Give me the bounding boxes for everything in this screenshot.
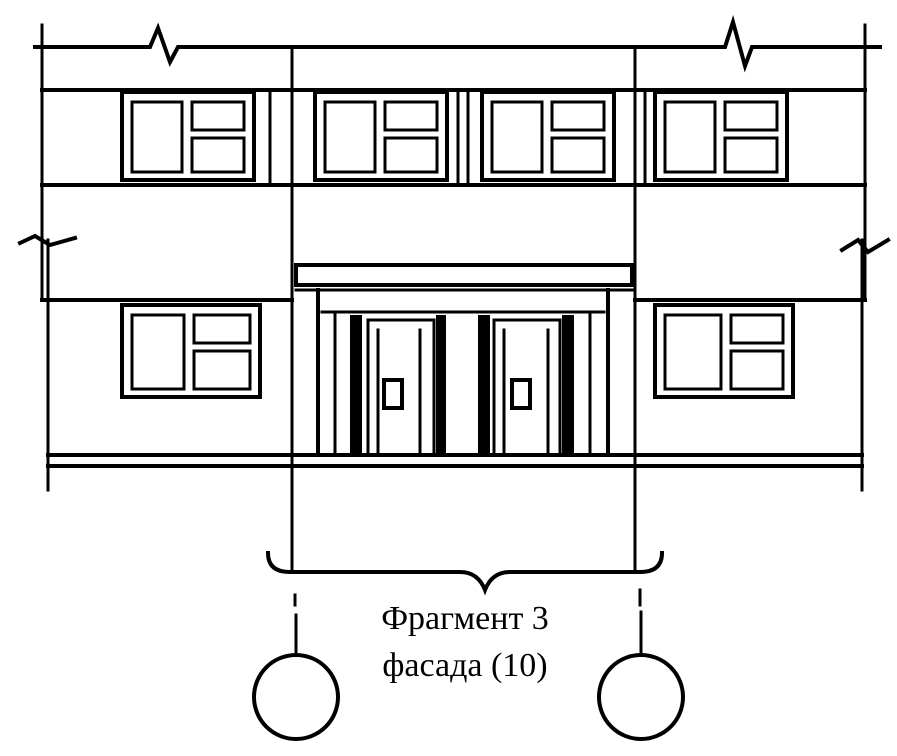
entrance-doors <box>350 315 574 457</box>
window-upper-3 <box>480 90 616 182</box>
window-upper-2 <box>313 90 449 182</box>
ground-plinth <box>46 453 864 492</box>
window-upper-1 <box>120 90 256 182</box>
window-upper-4 <box>653 90 789 182</box>
window-lower-left <box>120 303 262 399</box>
window-lower-right <box>653 303 795 399</box>
axis-marker-right <box>597 653 685 741</box>
entrance-portal <box>294 263 634 457</box>
lower-walls <box>46 238 864 457</box>
caption-line-1: Фрагмент 3 <box>381 600 549 637</box>
fragment-brace <box>265 550 665 596</box>
floor-bands <box>40 88 867 302</box>
axis-markers <box>252 653 685 741</box>
upper-windows <box>120 88 789 187</box>
door-right <box>478 315 574 457</box>
door-left <box>350 315 446 457</box>
side-break-marks <box>17 233 891 255</box>
lower-windows <box>120 303 795 399</box>
axis-marker-left <box>252 653 340 741</box>
axis-lines <box>290 45 643 657</box>
caption-line-2: фасада (10) <box>382 647 548 684</box>
roof-line <box>33 14 882 302</box>
